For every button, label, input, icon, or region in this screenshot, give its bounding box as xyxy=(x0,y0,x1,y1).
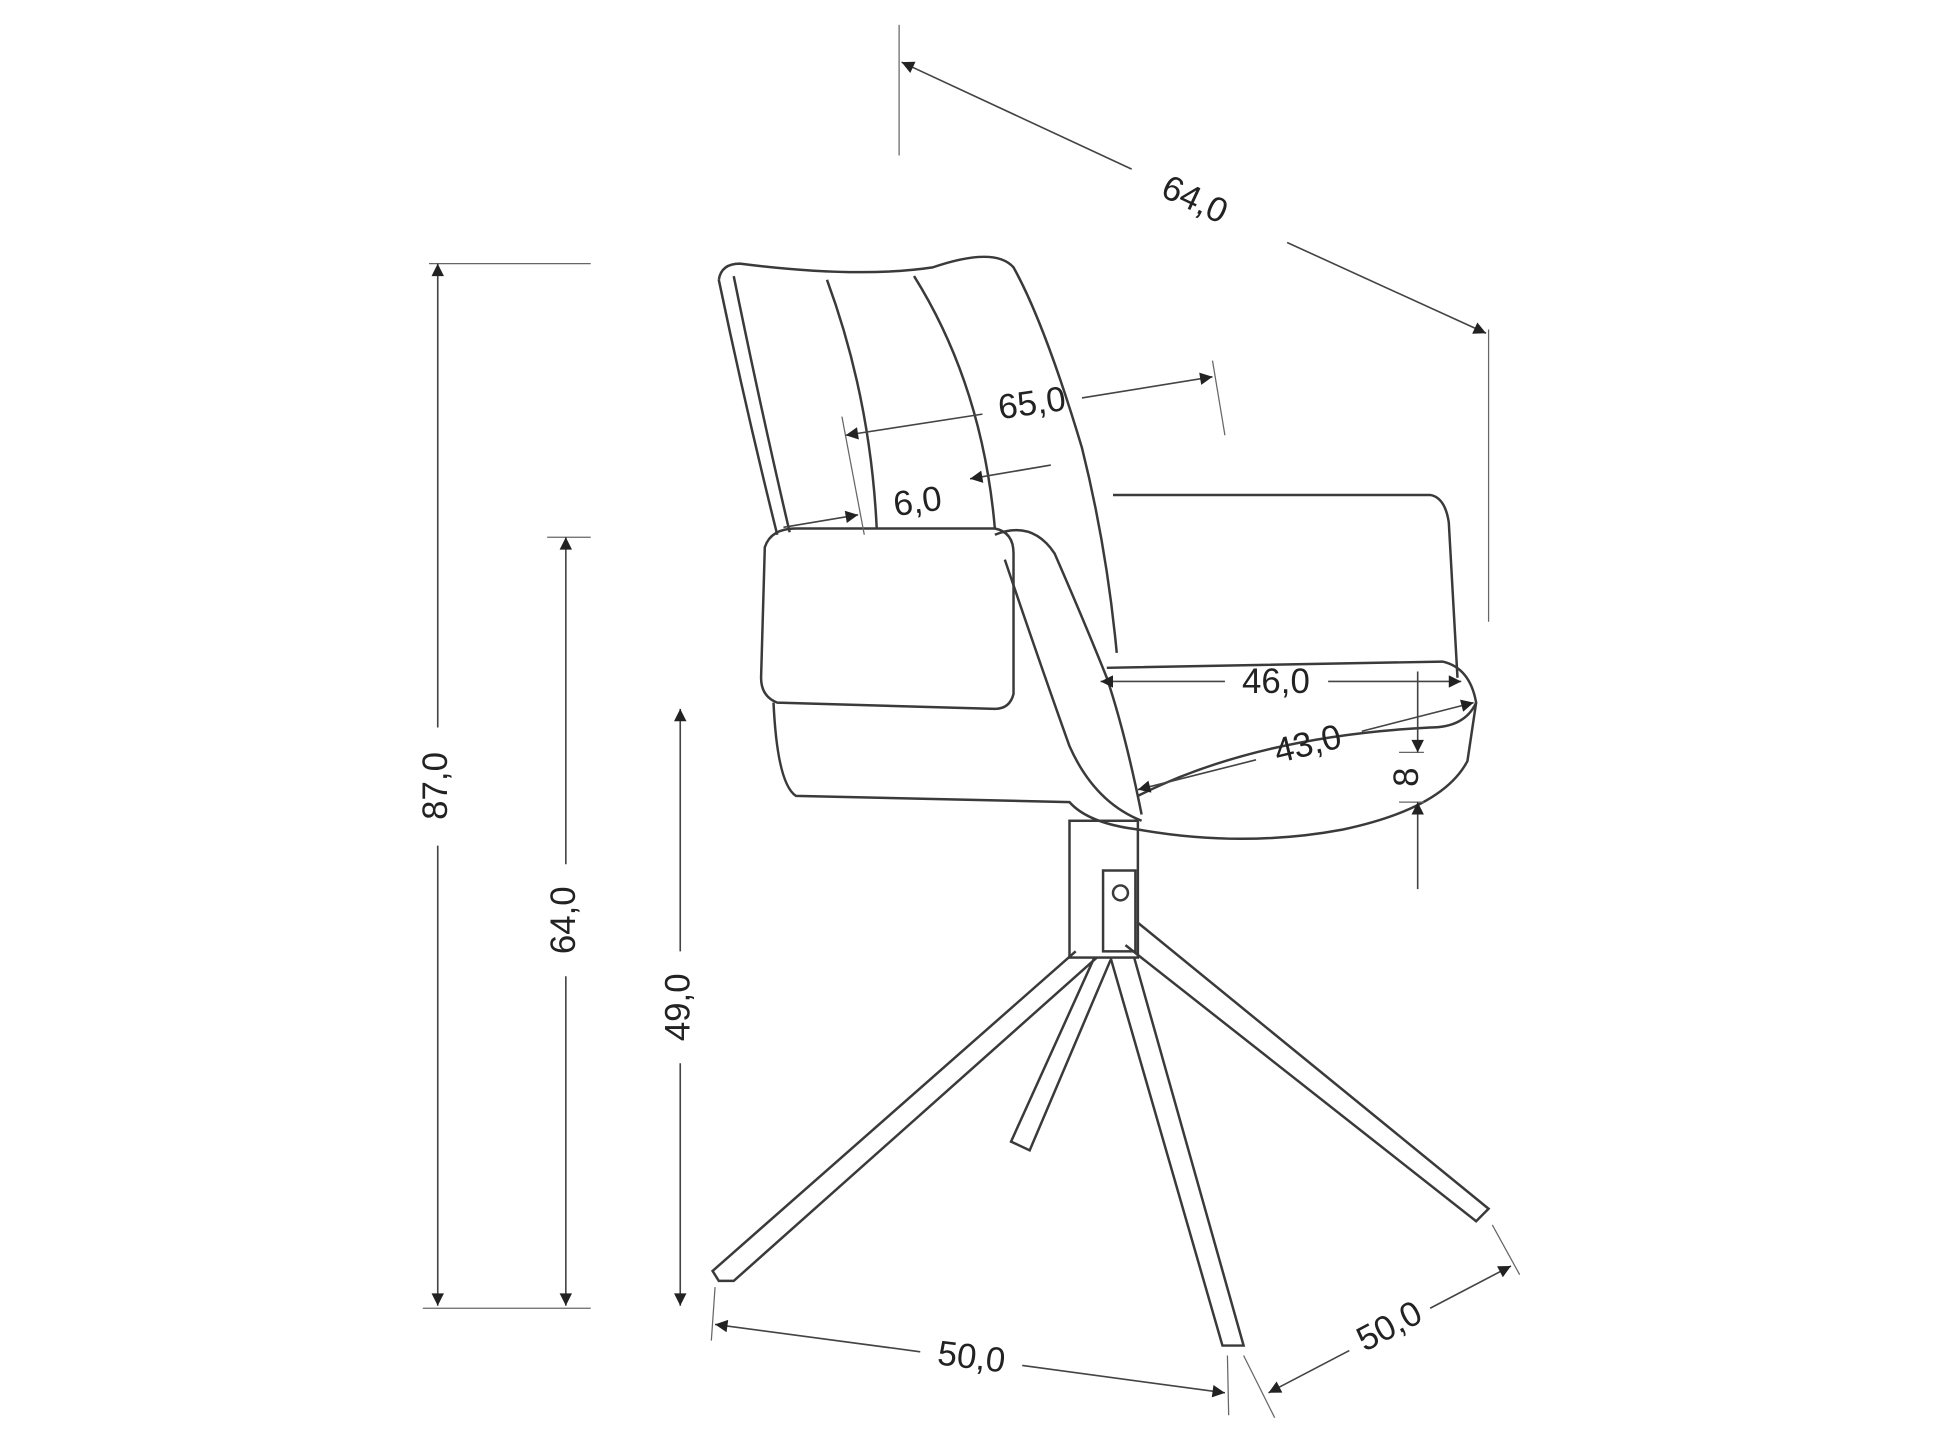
label-overall-depth: 64,0 xyxy=(1156,167,1234,231)
right-armrest xyxy=(1113,493,1459,678)
backrest-channel-right xyxy=(912,275,997,529)
chair-drawing xyxy=(710,255,1491,1347)
seat-outline xyxy=(772,660,1478,841)
arm-support-outer xyxy=(994,528,1143,815)
label-seat-height: 49,0 xyxy=(658,973,697,1041)
backrest-left-edge xyxy=(717,279,779,536)
label-seat-depth: 46,0 xyxy=(1242,662,1310,701)
label-base-width: 50,0 xyxy=(936,1333,1008,1380)
dimension-lines xyxy=(422,24,1521,1418)
label-armrest-height: 64,0 xyxy=(544,886,583,954)
label-total-height: 87,0 xyxy=(416,752,455,820)
swivel-bolt xyxy=(1111,884,1130,902)
label-armrest-width: 6,0 xyxy=(891,479,944,524)
seat-front-curve xyxy=(1137,702,1478,798)
left-armrest-pad xyxy=(759,527,1015,711)
leg-left xyxy=(710,950,1098,1283)
swivel-plate xyxy=(1101,869,1137,953)
leg-right xyxy=(1124,921,1491,1223)
dimension-labels: 64,0 87,0 64,0 49,0 65,0 6,0 46,0 43,0 8… xyxy=(416,167,1428,1380)
backrest-channel-left xyxy=(825,279,878,529)
label-backrest-width: 65,0 xyxy=(996,379,1069,427)
arm-support-inner xyxy=(1003,559,1143,822)
swivel-post xyxy=(1068,819,1140,959)
leg-back xyxy=(1009,957,1112,1152)
label-seat-width: 43,0 xyxy=(1270,717,1345,771)
backrest-inner-edge xyxy=(732,275,791,533)
label-seat-thickness: 8 xyxy=(1387,768,1426,787)
backrest-outline xyxy=(717,255,1118,654)
leg-front xyxy=(1109,957,1246,1347)
label-base-depth: 50,0 xyxy=(1350,1293,1428,1359)
